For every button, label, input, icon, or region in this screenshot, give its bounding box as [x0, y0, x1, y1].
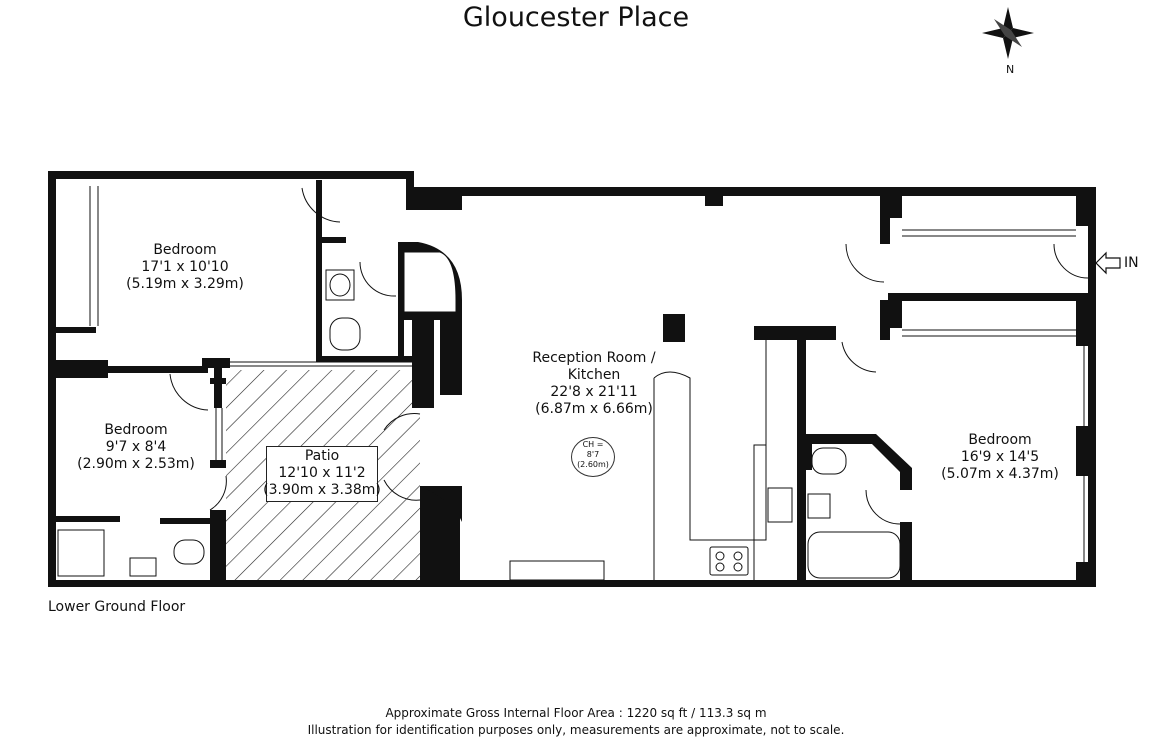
ceiling-height-badge: CH = 8'7 (2.60m) — [571, 437, 615, 477]
entrance-arrow-icon — [1095, 251, 1121, 275]
ceiling-height-imperial: 8'7 — [586, 450, 600, 459]
floor-label: Lower Ground Floor — [48, 599, 186, 615]
room-label-bedroom-3: Bedroom 16'9 x 14'5 (5.07m x 4.37m) — [941, 432, 1059, 482]
disclaimer-note: Illustration for identification purposes… — [307, 723, 845, 737]
ceiling-height-metric: (2.60m) — [577, 460, 609, 469]
entrance-label: IN — [1124, 255, 1139, 271]
room-label-patio: Patio 12'10 x 11'2 (3.90m x 3.38m) — [263, 448, 381, 498]
fixtures — [57, 251, 901, 579]
compass-icon — [982, 7, 1034, 59]
room-label-bedroom-1: Bedroom 17'1 x 10'10 (5.19m x 3.29m) — [126, 242, 244, 292]
room-label-reception: Reception Room / Kitchen 22'8 x 21'11 (6… — [532, 350, 656, 417]
compass-north-label: N — [1006, 63, 1015, 76]
room-label-bedroom-2: Bedroom 9'7 x 8'4 (2.90m x 2.53m) — [77, 422, 195, 472]
page-title: Gloucester Place — [462, 2, 690, 33]
patio-label-box — [266, 446, 378, 502]
windows — [89, 186, 1091, 581]
floor-area-note: Approximate Gross Internal Floor Area : … — [385, 706, 767, 720]
ceiling-height-label: CH = — [582, 440, 604, 449]
